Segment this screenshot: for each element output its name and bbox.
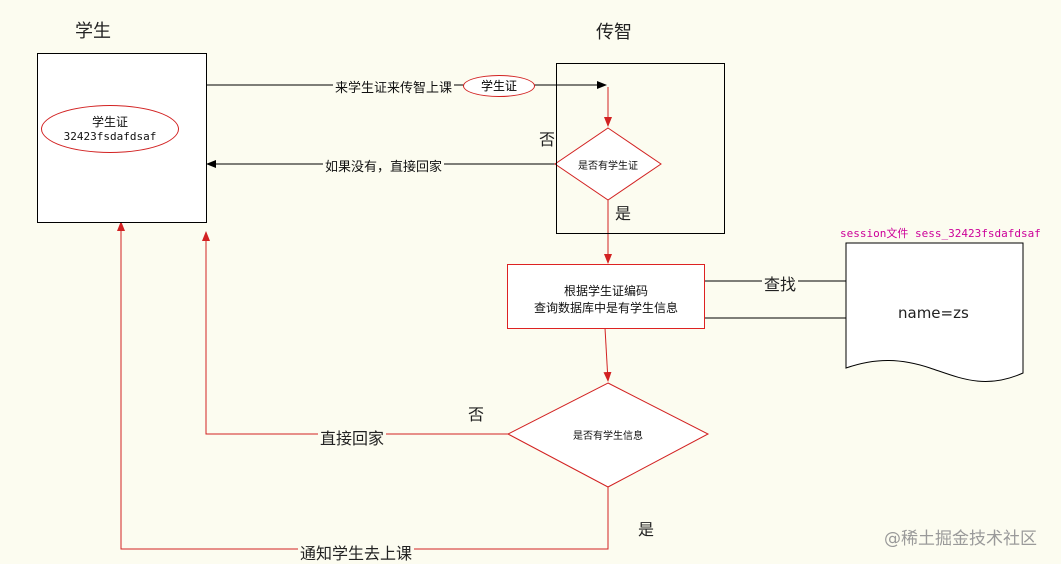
session-title: session文件 sess_32423fsdafdsaf <box>840 227 1041 240</box>
student-title: 学生 <box>75 21 111 42</box>
watermark: @稀土掘金技术社区 <box>884 529 1037 549</box>
student-card-ellipse: 学生证 32423fsdafdsaf <box>41 105 179 153</box>
label-lookup: 查找 <box>762 271 799 295</box>
card-tag-label: 学生证 <box>480 79 517 93</box>
label-go-home: 直接回家 <box>318 425 387 449</box>
no-label-2: 否 <box>468 405 485 424</box>
has-card-text: 是否有学生证 <box>578 161 638 172</box>
school-title: 传智 <box>596 22 632 43</box>
student-card-code: 32423fsdafdsaf <box>63 130 157 143</box>
yes-label-2: 是 <box>638 520 655 539</box>
has-info-text: 是否有学生信息 <box>573 431 643 442</box>
label-notify: 通知学生去上课 <box>298 540 415 564</box>
label-bring-card: 来学生证来传智上课 <box>333 77 455 96</box>
process-box: 根据学生证编码 查询数据库中是有学生信息 <box>507 264 705 329</box>
card-tag-ellipse: 学生证 <box>463 75 535 97</box>
session-document <box>845 242 1024 383</box>
school-box <box>556 63 725 234</box>
session-content: name=zs <box>898 304 969 322</box>
process-line2: 查询数据库中是有学生信息 <box>533 301 678 315</box>
label-no-card: 如果没有，直接回家 <box>323 156 445 175</box>
no-label-1: 否 <box>539 130 556 149</box>
student-card-label: 学生证 <box>91 115 128 129</box>
arrow-to-info-check <box>603 327 612 382</box>
arrow-go-home <box>202 231 508 435</box>
process-line1: 根据学生证编码 <box>563 284 648 298</box>
yes-label-1: 是 <box>615 204 632 223</box>
